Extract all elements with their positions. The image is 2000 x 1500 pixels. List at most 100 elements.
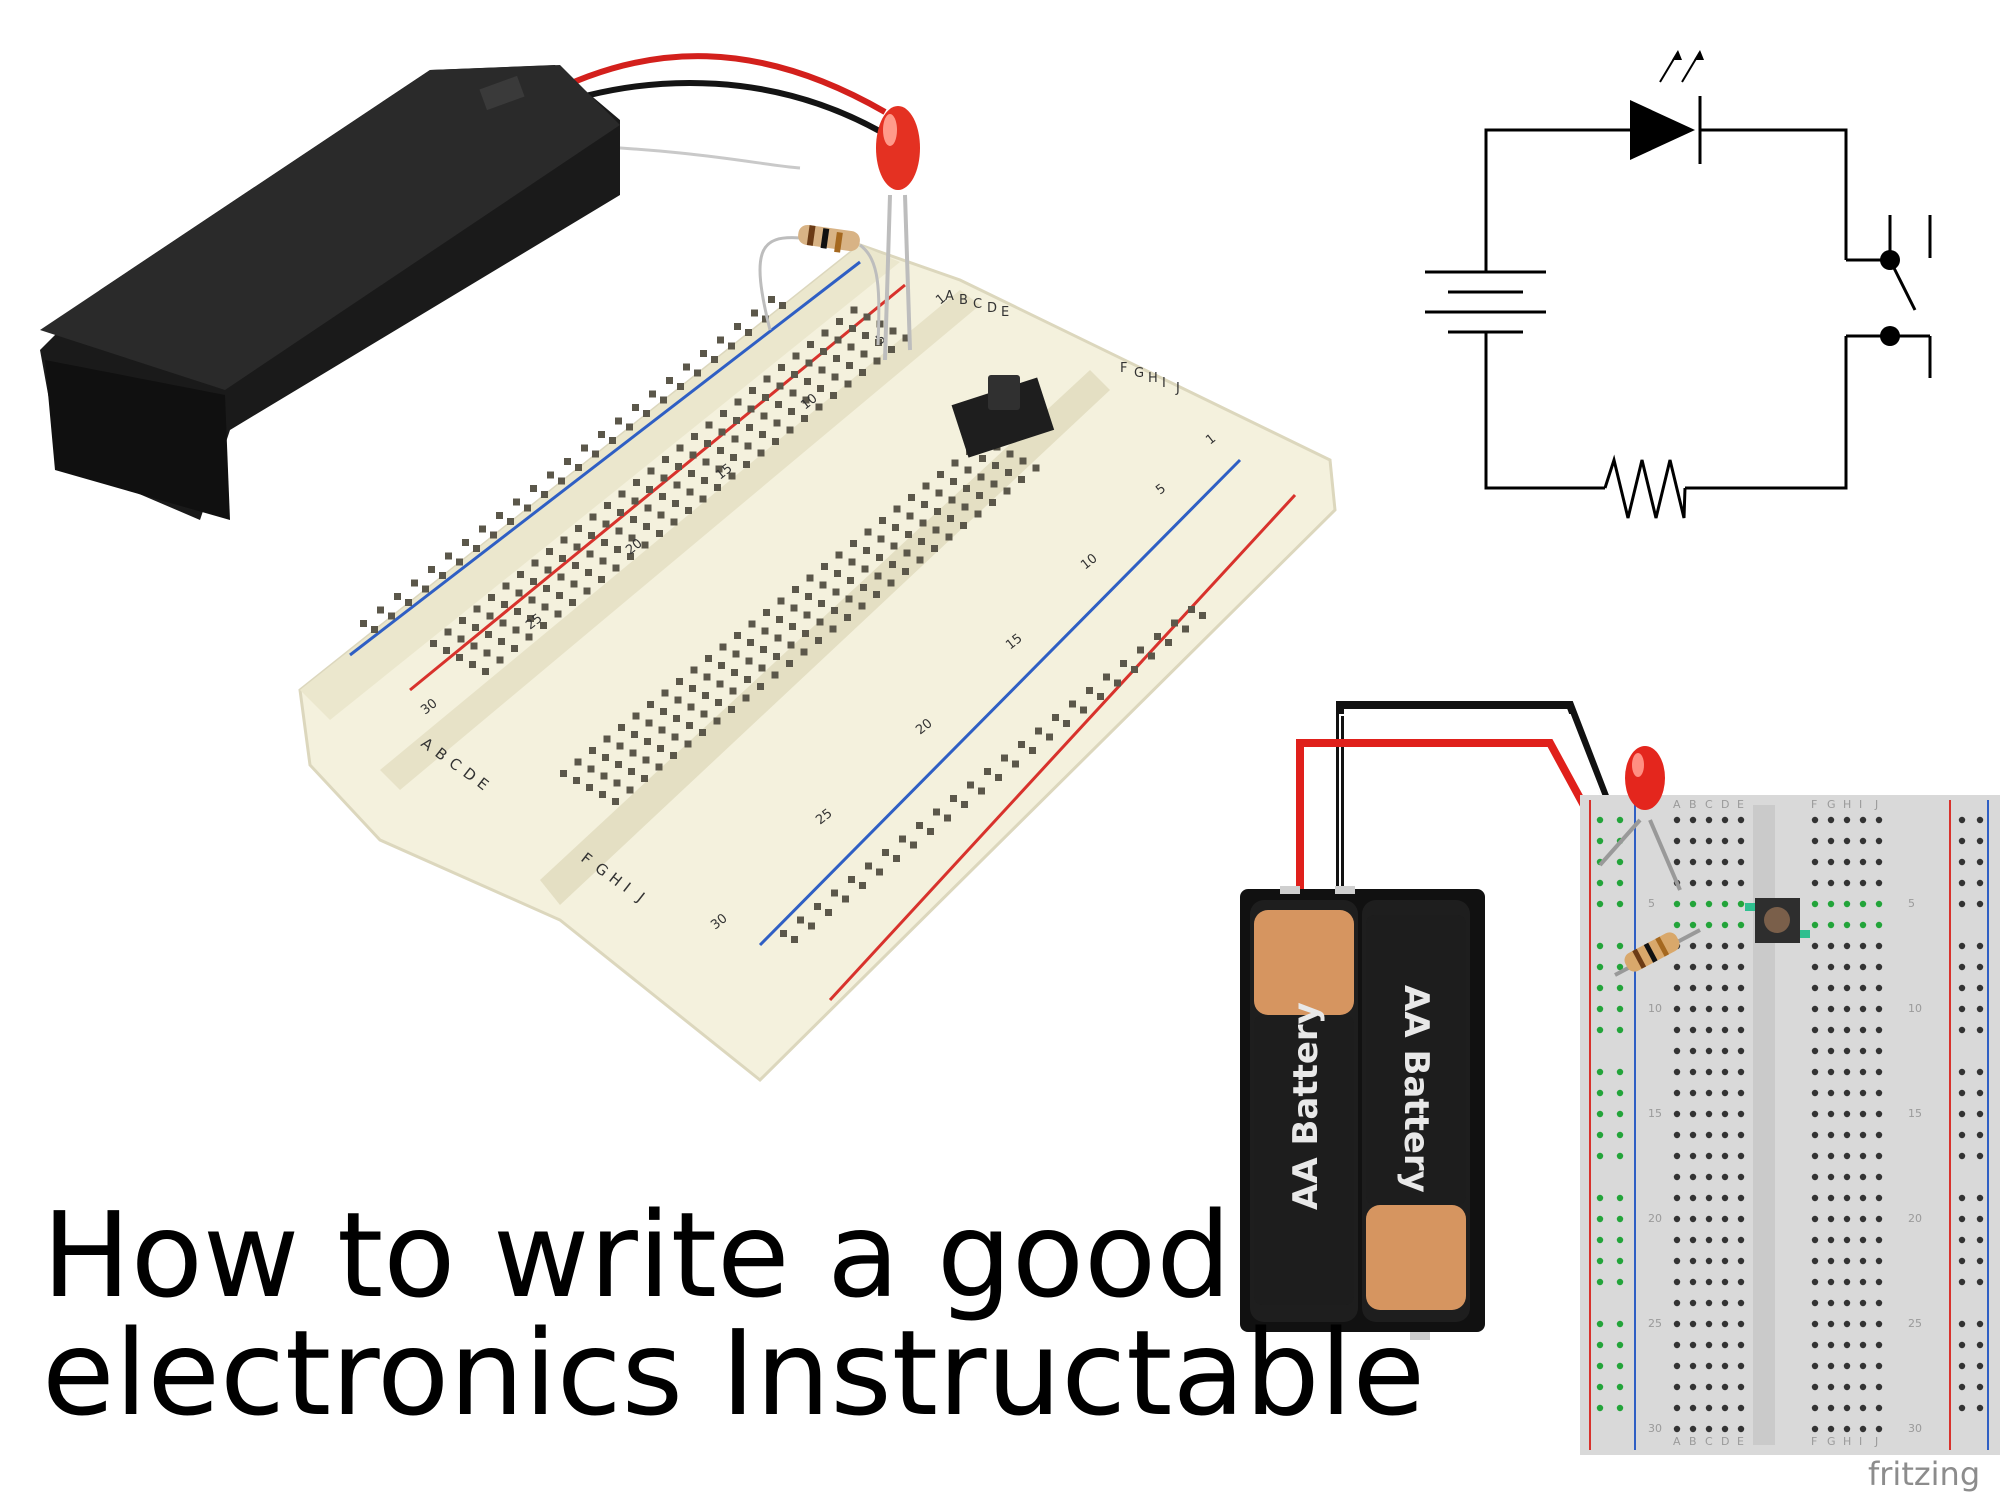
hole — [649, 390, 656, 398]
fritz-hole — [1843, 1299, 1851, 1307]
fritz-rail-hole — [1976, 1278, 1984, 1286]
switch-symbol — [1846, 215, 1932, 378]
hole — [601, 539, 608, 546]
fritz-hole — [1827, 900, 1835, 908]
fritz-hole — [1875, 1068, 1883, 1076]
hole — [948, 496, 956, 504]
fritz-hole — [1827, 1131, 1835, 1139]
fritz-hole — [1859, 1173, 1867, 1181]
hole — [527, 615, 534, 622]
fritz-rail-hole — [1596, 1194, 1604, 1202]
fritz-breadboard-holes — [1596, 816, 1984, 1433]
fritz-hole — [1721, 1341, 1729, 1349]
rail-blue-right — [758, 458, 1242, 947]
fritz-hole — [1827, 942, 1835, 950]
hole — [666, 377, 673, 384]
hole — [689, 451, 697, 459]
hole — [963, 485, 970, 492]
hole — [470, 642, 478, 650]
fritz-hole — [1721, 837, 1729, 845]
hole — [934, 508, 941, 515]
hole — [865, 862, 872, 870]
fritz-hole — [1859, 1383, 1867, 1391]
fritz-hole — [1811, 1278, 1819, 1286]
hole — [935, 489, 943, 497]
hole — [603, 735, 611, 743]
hole — [893, 505, 901, 513]
hole — [646, 486, 653, 493]
schematic-wire-top-right — [1700, 128, 1848, 260]
fritz-hole — [1689, 837, 1697, 845]
hole — [874, 572, 882, 580]
fritz-rail-hole — [1958, 1257, 1966, 1265]
fritz-hole — [1843, 1131, 1851, 1139]
hole — [661, 689, 669, 697]
hole — [573, 777, 580, 784]
fritz-rail-hole — [1958, 1383, 1966, 1391]
fritz-row-number: 30 — [1908, 1422, 1922, 1435]
fritz-hole — [1875, 942, 1883, 950]
hole — [859, 882, 866, 889]
fritz-hole — [1705, 1047, 1713, 1055]
hole — [618, 490, 626, 498]
fritz-hole — [1737, 1026, 1745, 1034]
hole — [1029, 747, 1036, 754]
fritz-hole — [1737, 1194, 1745, 1202]
fritz-rail-hole — [1616, 1278, 1624, 1286]
hole — [643, 410, 650, 417]
fritz-rail-hole — [1958, 1215, 1966, 1223]
hole — [903, 549, 911, 557]
hole — [657, 511, 665, 519]
hole — [814, 903, 821, 910]
fritz-rail-hole — [1616, 1320, 1624, 1328]
fritz-hole — [1705, 879, 1713, 887]
fritz-hole — [1811, 1068, 1819, 1076]
fritz-rail-hole — [1616, 1383, 1624, 1391]
hole — [873, 357, 881, 365]
fritz-hole — [1827, 1194, 1835, 1202]
fritz-hole — [1875, 1089, 1883, 1097]
hole — [1035, 727, 1042, 735]
fritz-row-number: 30 — [1648, 1422, 1662, 1435]
fritz-rail-hole — [1976, 1110, 1984, 1118]
hole — [825, 909, 832, 916]
fritz-hole — [1827, 1110, 1835, 1118]
hole — [820, 348, 827, 355]
fritz-hole — [1721, 816, 1729, 824]
row-letter-top: B — [959, 293, 968, 308]
hole — [428, 566, 435, 573]
hole — [768, 296, 775, 303]
hole — [657, 745, 664, 752]
hole — [873, 591, 880, 598]
hole — [845, 595, 853, 603]
hole — [863, 547, 870, 554]
hole — [575, 525, 582, 532]
fritz-hole — [1737, 837, 1745, 845]
hole — [629, 749, 637, 757]
fritz-hole — [1843, 1089, 1851, 1097]
fritz-hole — [1875, 1404, 1883, 1412]
hole — [990, 480, 998, 488]
fritz-hole — [1827, 1341, 1835, 1349]
fritz-hole — [1721, 1026, 1729, 1034]
hole — [1012, 760, 1019, 768]
fritz-hole — [1875, 1047, 1883, 1055]
hole — [892, 524, 899, 531]
fritz-hole — [1673, 858, 1681, 866]
hole — [530, 578, 537, 585]
fritz-hole — [1859, 963, 1867, 971]
fritz-hole — [1859, 1194, 1867, 1202]
hole — [632, 712, 640, 720]
fritz-column-label: B — [1689, 1435, 1697, 1448]
hole — [773, 653, 780, 660]
fritz-hole — [1721, 1068, 1729, 1076]
fritz-column-label: B — [1689, 798, 1697, 811]
fritz-hole — [1875, 816, 1883, 824]
hole — [586, 550, 594, 558]
fritz-hole — [1843, 1320, 1851, 1328]
hole — [600, 772, 608, 780]
hole — [732, 650, 740, 658]
hole — [778, 364, 785, 371]
battery-1-tan-band — [1254, 910, 1354, 1015]
hole — [893, 855, 900, 862]
